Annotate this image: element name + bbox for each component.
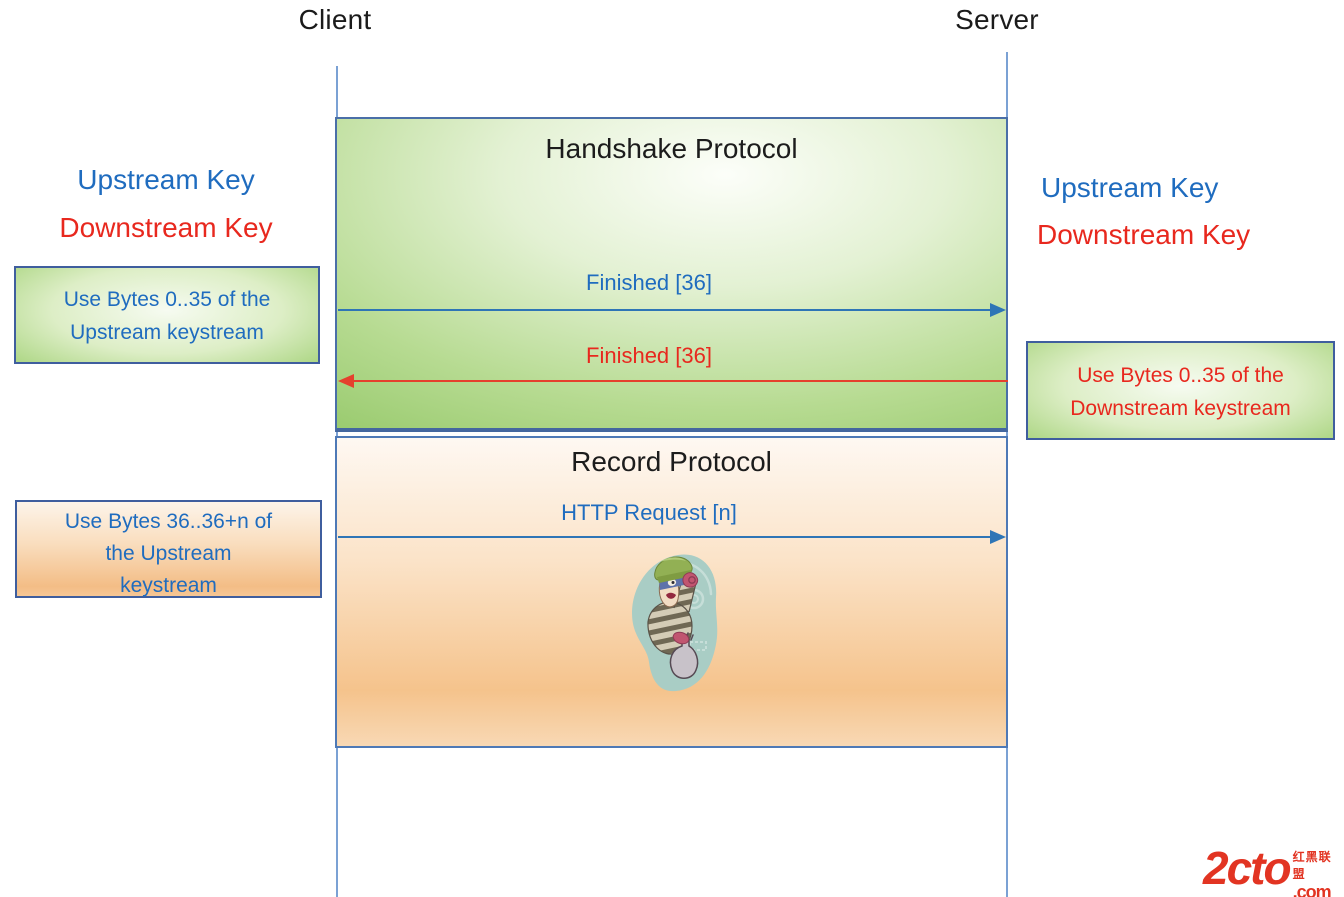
- left-downstream-key-label: Downstream Key: [59, 212, 273, 243]
- http-request-arrowhead-icon: [990, 530, 1006, 544]
- finished-upstream-message-label: Finished [36]: [586, 270, 712, 295]
- note-line: Use Bytes 0..35 of the: [1077, 364, 1284, 387]
- note-line: Downstream keystream: [1070, 397, 1291, 420]
- http-request-message-label: HTTP Request [n]: [561, 500, 737, 525]
- note-line: Use Bytes 36..36+n of: [64, 510, 273, 533]
- handshake-protocol-box: Handshake Protocol: [335, 117, 1008, 432]
- note-line: Upstream keystream: [70, 321, 264, 344]
- note-line: the Upstream: [105, 542, 232, 565]
- http-request-arrow-line: [338, 536, 992, 538]
- site-watermark-logo: 2cto 红黑联盟 .com: [1203, 842, 1344, 897]
- record-protocol-box: Record Protocol: [335, 436, 1008, 748]
- right-downstream-key-label: Downstream Key: [1037, 219, 1251, 250]
- finished-upstream-arrow-line: [338, 309, 992, 311]
- note-line: keystream: [120, 574, 217, 597]
- finished-downstream-arrow-line: [352, 380, 1008, 382]
- burglar-icon: [632, 554, 718, 692]
- logo-domain-suffix: .com: [1292, 882, 1332, 897]
- record-protocol-title: Record Protocol: [571, 446, 772, 477]
- note-line: Use Bytes 0..35 of the: [63, 288, 271, 311]
- client-actor-label: Client: [298, 4, 372, 35]
- finished-upstream-arrowhead-icon: [990, 303, 1006, 317]
- logo-brand-text: 2cto: [1203, 842, 1292, 894]
- server-actor-label: Server: [955, 4, 1039, 35]
- handshake-protocol-title: Handshake Protocol: [545, 133, 798, 164]
- finished-downstream-arrowhead-icon: [338, 374, 354, 388]
- finished-downstream-message-label: Finished [36]: [586, 343, 712, 368]
- left-record-keystream-note: Use Bytes 36..36+n of the Upstream keyst…: [15, 500, 322, 598]
- left-upstream-keystream-note: Use Bytes 0..35 of the Upstream keystrea…: [14, 266, 320, 364]
- right-upstream-key-label: Upstream Key: [1041, 172, 1219, 203]
- left-upstream-key-label: Upstream Key: [77, 164, 255, 195]
- right-downstream-keystream-note: Use Bytes 0..35 of the Downstream keystr…: [1026, 341, 1335, 440]
- logo-chinese-text: 红黑联盟: [1292, 850, 1332, 881]
